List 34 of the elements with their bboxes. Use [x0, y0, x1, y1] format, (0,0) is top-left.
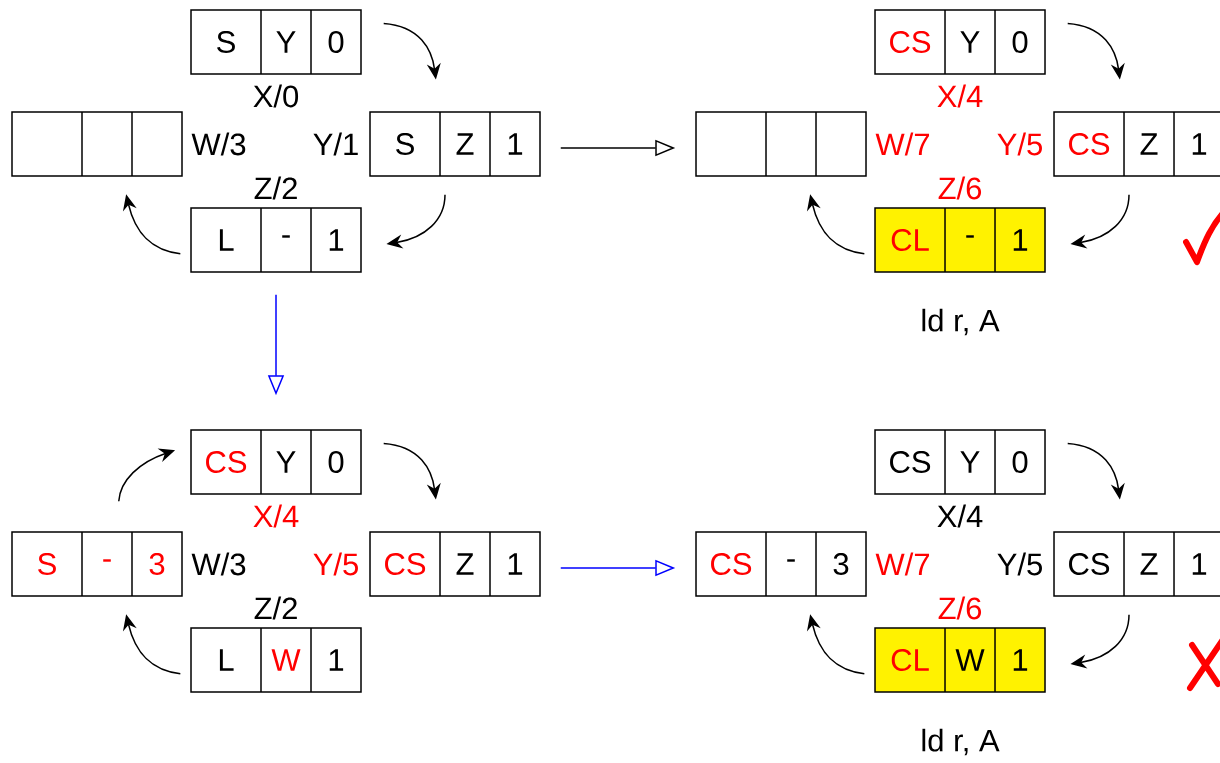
register-label: W/7	[875, 132, 929, 156]
register-label: Z/2	[254, 176, 297, 200]
record-box: CS Z 1	[369, 531, 541, 597]
register-label: W/3	[191, 132, 246, 156]
register-label: Z/6	[938, 596, 982, 620]
record-box: L W 1	[190, 627, 362, 693]
register-label: Z/2	[254, 596, 297, 620]
empty-record-box	[11, 111, 183, 177]
record-box: S Z 1	[369, 111, 541, 177]
register-label: Y/5	[997, 132, 1042, 156]
instruction-label: ld r, A	[922, 308, 1000, 336]
register-label: X/4	[937, 84, 983, 108]
register-label: Y/1	[313, 132, 358, 156]
record-box: S Y 0	[190, 9, 362, 75]
register-label: X/0	[253, 84, 299, 108]
record-box: CS Z 1	[1053, 531, 1220, 597]
register-label: X/4	[937, 504, 983, 528]
instruction-label: ld r, A	[922, 728, 1000, 756]
record-box: CL - 1	[874, 207, 1046, 273]
record-box: CL W 1	[874, 627, 1046, 693]
record-box: S - 3	[11, 531, 183, 597]
record-box: CS Y 0	[874, 429, 1046, 495]
record-box: CS Y 0	[874, 9, 1046, 75]
record-box: CS Y 0	[190, 429, 362, 495]
register-label: W/3	[191, 552, 246, 576]
record-box: CS Z 1	[1053, 111, 1220, 177]
register-label: X/4	[253, 504, 299, 528]
register-label: Y/5	[313, 552, 358, 576]
register-label: W/7	[875, 552, 929, 576]
record-box: L - 1	[190, 207, 362, 273]
empty-record-box	[695, 111, 867, 177]
record-box: CS - 3	[695, 531, 867, 597]
register-label: Y/5	[997, 552, 1042, 576]
register-label: Z/6	[938, 176, 982, 200]
